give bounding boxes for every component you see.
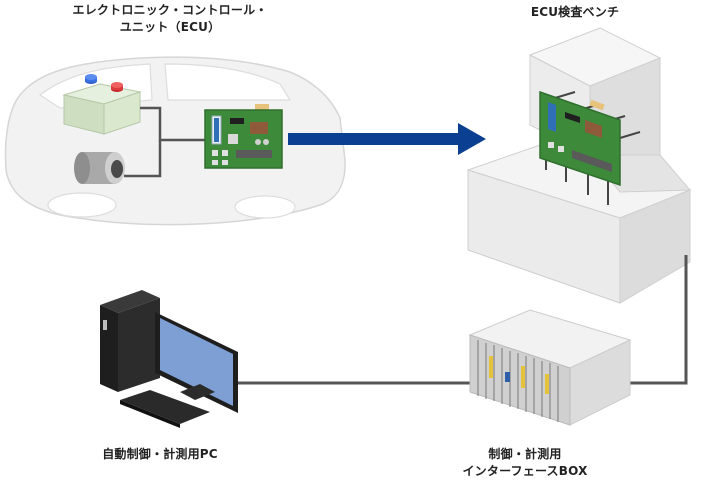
motor-icon — [74, 152, 125, 184]
transfer-arrow — [288, 123, 486, 155]
bench-ecu-board-icon — [539, 90, 621, 187]
ecu-board-icon — [204, 104, 283, 169]
bench-label: ECU検査ベンチ — [530, 5, 620, 19]
battery-icon — [62, 74, 142, 135]
car-wiring — [124, 106, 205, 178]
pc-icon — [100, 290, 238, 428]
ecu-label-line1: エレクトロニック・コントロール・ — [72, 3, 268, 17]
interface-box-label: 制御・計測用 インターフェースBOX — [430, 446, 620, 480]
interface-box-label-line2: インターフェースBOX — [462, 464, 588, 478]
interface-box-label-line1: 制御・計測用 — [488, 447, 562, 461]
pc-label: 自動制御・計測用PC — [102, 447, 218, 461]
system-cables — [238, 255, 688, 385]
interface-box-icon — [468, 309, 632, 426]
ecu-label-line2: ユニット（ECU） — [119, 20, 221, 34]
ecu-label: エレクトロニック・コントロール・ ユニット（ECU） — [40, 2, 300, 36]
